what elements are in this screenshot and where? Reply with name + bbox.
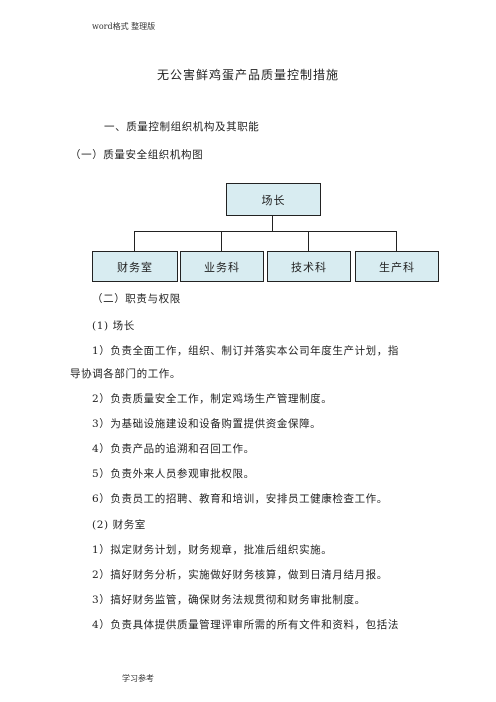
paragraph-line: 5）负责外来人员参观审批权限。 bbox=[92, 468, 255, 480]
org-chart: 场长 财务室 业务科 技术科 生产科 bbox=[0, 0, 496, 300]
section-heading: 一、质量控制组织机构及其职能 bbox=[104, 121, 260, 133]
org-child-box: 生产科 bbox=[355, 251, 439, 282]
org-connector bbox=[272, 215, 273, 231]
org-connector bbox=[308, 231, 309, 251]
role-heading: (1) 场长 bbox=[92, 320, 135, 332]
subsection-heading: （二）职责与权限 bbox=[92, 293, 181, 305]
page-footer: 学习参考 bbox=[122, 674, 154, 683]
paragraph-line: 4）负责产品的追溯和召回工作。 bbox=[92, 443, 255, 455]
paragraph-line: 1）负责全面工作，组织、制订并落实本公司年度生产计划，指 bbox=[92, 345, 399, 357]
org-child-box: 技术科 bbox=[267, 251, 351, 282]
paragraph-line: 导协调各部门的工作。 bbox=[70, 368, 181, 380]
org-connector bbox=[396, 231, 397, 251]
org-root-box: 场长 bbox=[226, 183, 321, 216]
paragraph-line: 3）为基础设施建设和设备购置提供资金保障。 bbox=[92, 418, 322, 430]
paragraph-line: 1）拟定财务计划，财务规章，批准后组织实施。 bbox=[92, 544, 333, 556]
paragraph-line: 4）负责具体提供质量管理评审所需的所有文件和资料，包括法 bbox=[92, 619, 399, 631]
page-header: word格式 整理版 bbox=[92, 22, 156, 31]
paragraph-line: 6）负责员工的招聘、教育和培训，安排员工健康检查工作。 bbox=[92, 493, 388, 505]
paragraph-line: 2）搞好财务分析，实施做好财务核算，做到日清月结月报。 bbox=[92, 569, 388, 581]
document-title: 无公害鲜鸡蛋产品质量控制措施 bbox=[156, 68, 339, 82]
org-connector bbox=[134, 231, 396, 232]
org-connector bbox=[221, 231, 222, 251]
paragraph-line: 2）负责质量安全工作，制定鸡场生产管理制度。 bbox=[92, 393, 333, 405]
subsection-heading: （一）质量安全组织机构图 bbox=[70, 149, 204, 161]
role-heading: (2) 财务室 bbox=[92, 519, 146, 531]
org-child-box: 业务科 bbox=[180, 251, 264, 282]
org-connector bbox=[134, 231, 135, 251]
org-child-box: 财务室 bbox=[92, 251, 178, 282]
paragraph-line: 3）搞好财务监管，确保财务法规贯彻和财务审批制度。 bbox=[92, 594, 366, 606]
